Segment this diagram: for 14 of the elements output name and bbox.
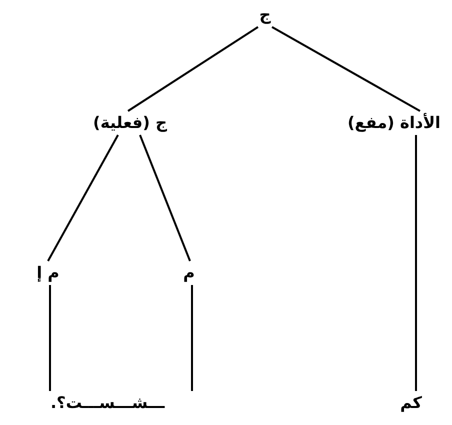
tree-branch — [47, 134, 119, 262]
tree-label: م إ — [28, 262, 68, 284]
tree-branch — [139, 134, 191, 262]
tree-branch — [191, 285, 193, 391]
tree-label: كم — [394, 392, 428, 414]
tree-branch — [415, 135, 417, 391]
tree-branch — [272, 26, 420, 112]
tree-branch — [49, 285, 51, 391]
tree-label: ج (فعلية) — [80, 112, 180, 134]
tree-label: م — [176, 262, 202, 284]
tree-label: ـــشـــســـت؟. — [10, 392, 205, 414]
tree-label: الأداة (مفع) — [338, 112, 450, 134]
tree-branch — [127, 26, 259, 112]
tree-label: ج — [250, 4, 280, 26]
